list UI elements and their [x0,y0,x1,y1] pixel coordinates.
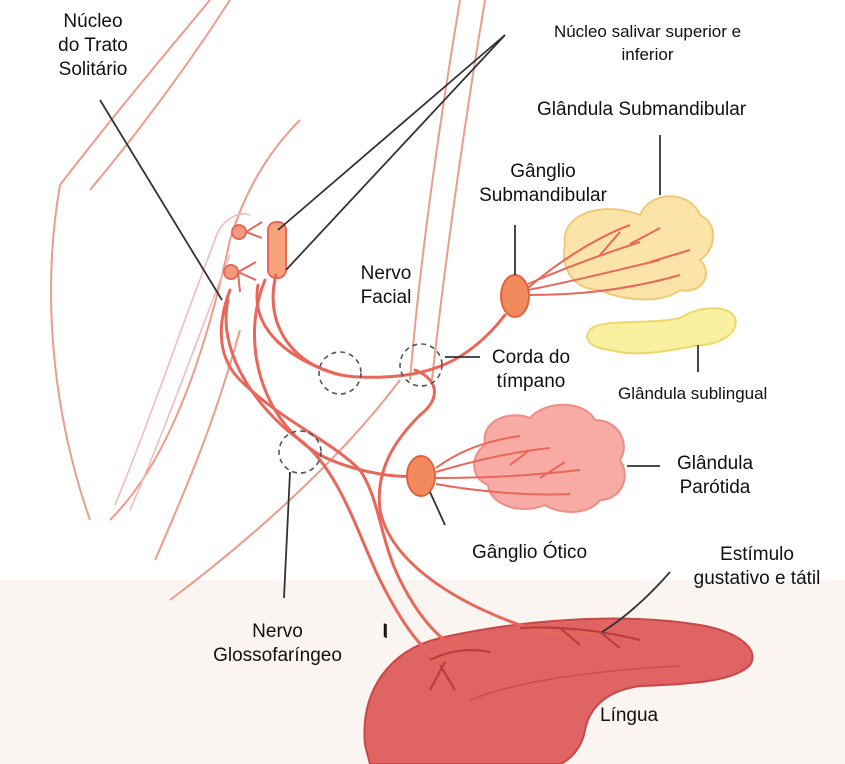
glandula-sublingual-shape [587,308,736,353]
label-lingua: Língua [600,704,658,728]
label-corda-do-timpano: Corda do tímpano [476,346,586,394]
label-glandula-parotida: Glândula Parótida [660,452,770,500]
label-nucleo-salivar: Núcleo salivar superior e inferior [520,20,775,66]
label-ganglio-otico: Gânglio Ótico [472,541,587,565]
ganglio-submandibular-shape [501,275,529,317]
label-estimulo-gustativo: Estímulo gustativo e tátil [672,543,842,591]
glandula-parotida-shape [474,405,625,512]
label-nervo-facial: Nervo Facial [346,262,426,310]
label-glandula-sublingual: Glândula sublingual [618,382,767,405]
label-nervo-glossofaringeo: Nervo Glossofaríngeo [190,620,365,668]
label-ganglio-submandibular: Gânglio Submandibular [448,160,638,208]
label-nucleo-trato-solitario: Núcleo do Trato Solitário [38,10,148,82]
nucleo-salivar-body [268,222,286,278]
label-glandula-submandibular: Glândula Submandibular [537,98,746,122]
dashed-markers [279,344,442,473]
label-marker-i: I [382,620,387,644]
ganglio-otico-shape [407,456,435,496]
